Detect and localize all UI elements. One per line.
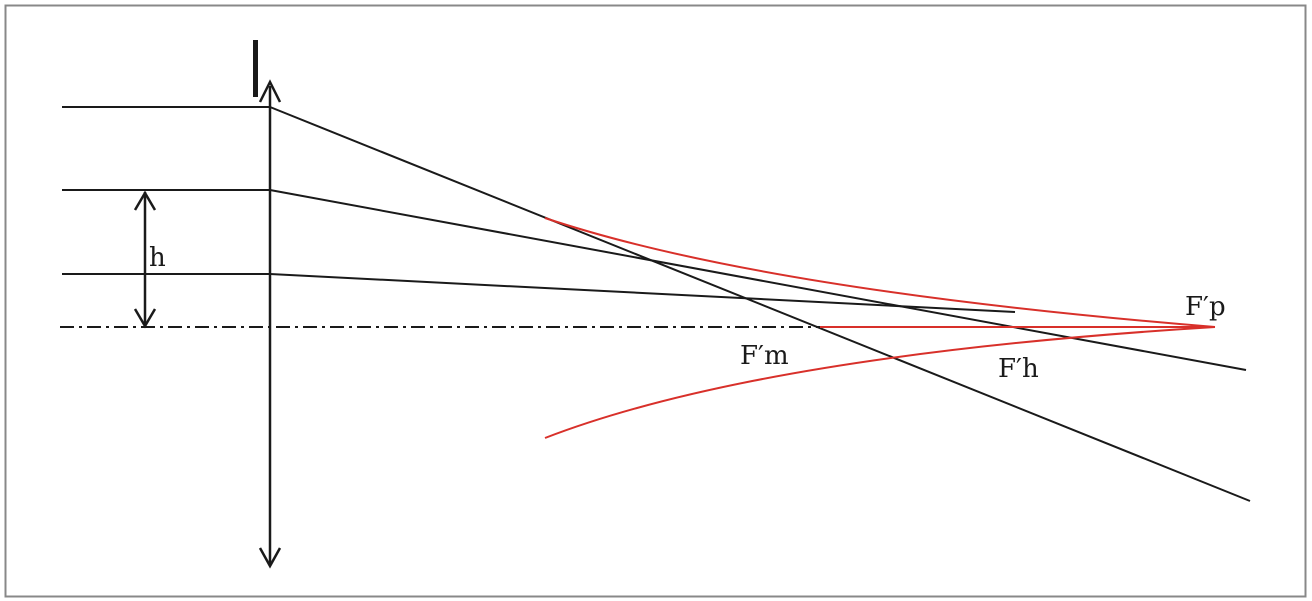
frame-border xyxy=(4,4,1307,598)
lens-bottom-arrow-icon xyxy=(258,547,282,569)
focus-paraxial-label: F′p xyxy=(1185,292,1226,322)
caustic-curves xyxy=(544,217,1216,439)
height-dimension xyxy=(133,190,157,329)
lens-label-bar xyxy=(253,40,258,97)
focus-height-label: F′h xyxy=(998,354,1039,384)
incident-rays xyxy=(62,106,270,275)
focus-marginal-label: F′m xyxy=(740,341,789,371)
up-arrow-icon xyxy=(133,190,157,211)
down-arrow-icon xyxy=(133,308,157,329)
lens-top-arrow-icon xyxy=(258,79,282,103)
refracted-rays xyxy=(269,106,1251,502)
lens xyxy=(258,79,282,569)
height-label: h xyxy=(149,243,166,273)
